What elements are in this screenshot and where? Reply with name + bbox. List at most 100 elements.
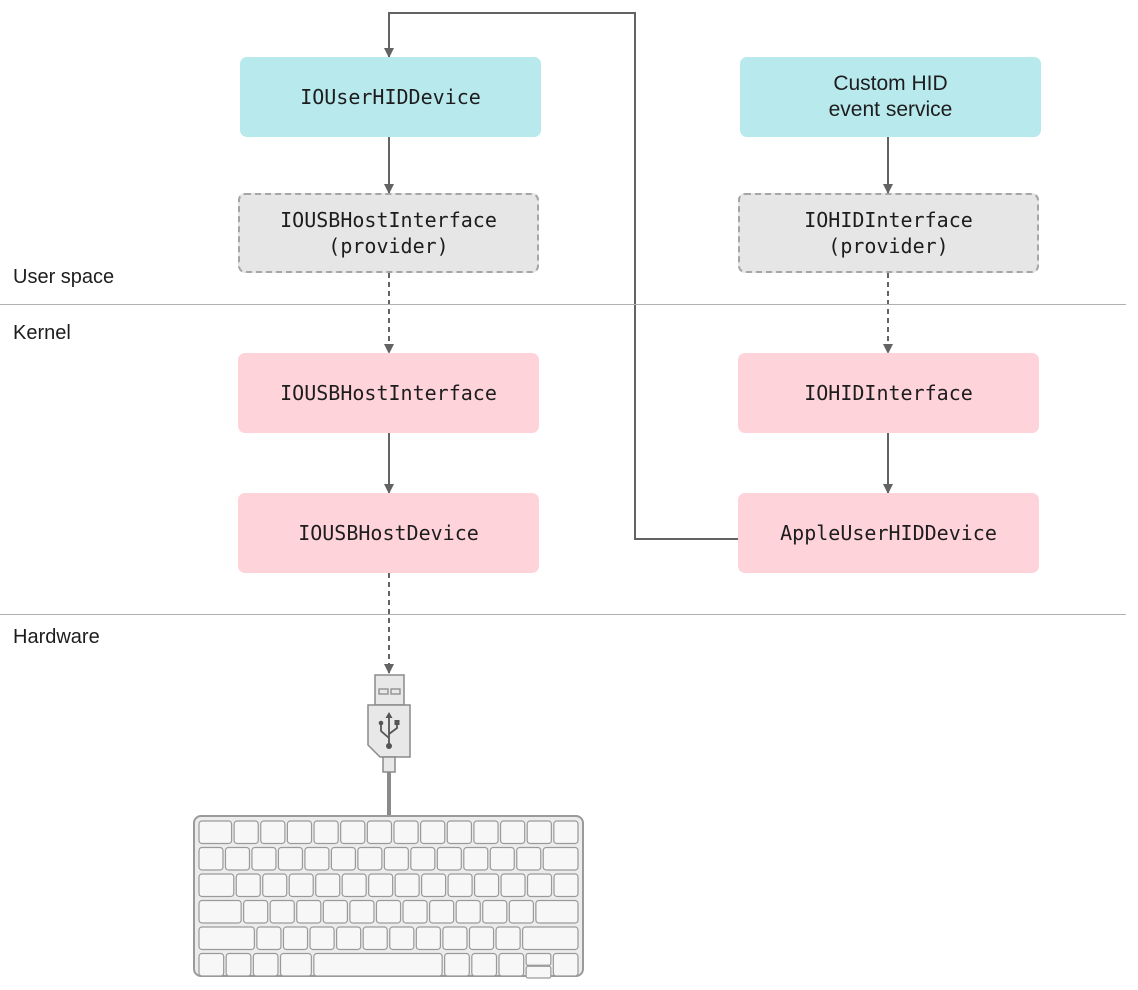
- node-iohidinterface-provider-line2: (provider): [828, 234, 949, 258]
- keyboard-key: [489, 846, 515, 871]
- keyboard-key: [516, 846, 542, 871]
- keyboard-key: [296, 899, 322, 924]
- usb-plug-icon: [367, 674, 411, 816]
- keyboard-key: [322, 899, 348, 924]
- keyboard-key: [375, 899, 402, 924]
- keyboard-key: [420, 820, 446, 845]
- node-appleuserhiddevice-label: AppleUserHIDDevice: [780, 521, 997, 545]
- keyboard-key: [198, 820, 233, 845]
- keyboard-key: [498, 952, 525, 977]
- keyboard-key: [542, 846, 579, 871]
- keyboard-key: [553, 873, 579, 898]
- arrow-appleuserhiddevice-to-iouserhiddevice: [384, 12, 739, 540]
- keyboard-key: [357, 846, 383, 871]
- layer-label-user-space: User space: [13, 266, 115, 288]
- keyboard-key: [500, 873, 526, 898]
- keyboard-key: [282, 926, 309, 951]
- keyboard-key: [279, 952, 312, 977]
- keyboard-key: [525, 952, 552, 966]
- node-iousbhostdevice-label: IOUSBHostDevice: [298, 521, 479, 545]
- separator-user-kernel: [0, 304, 1126, 305]
- keyboard-key: [471, 952, 498, 977]
- keyboard-key: [288, 873, 314, 898]
- keyboard-key: [198, 873, 235, 898]
- keyboard-key: [394, 873, 420, 898]
- keyboard-key: [198, 952, 225, 977]
- keyboard-key: [269, 899, 295, 924]
- keyboard-key: [243, 899, 269, 924]
- keyboard-key: [482, 899, 508, 924]
- layer-label-kernel: Kernel: [13, 322, 71, 344]
- keyboard-key: [402, 899, 428, 924]
- keyboard-key: [526, 873, 553, 898]
- node-iousbhostinterface-provider-line1: IOUSBHostInterface: [280, 208, 497, 232]
- keyboard-key: [235, 873, 261, 898]
- keyboard-key: [349, 899, 375, 924]
- node-iousbhostinterface-provider-line2: (provider): [328, 234, 449, 258]
- keyboard-key: [198, 846, 224, 871]
- keyboard-key: [340, 820, 366, 845]
- keyboard-key: [313, 820, 339, 845]
- keyboard-key: [436, 846, 462, 871]
- node-custom-hid-event-service: Custom HID event service: [740, 57, 1041, 137]
- keyboard-key: [508, 899, 534, 924]
- node-iohidinterface-label: IOHIDInterface: [804, 381, 973, 405]
- keyboard-key: [393, 820, 419, 845]
- keyboard-key: [341, 873, 367, 898]
- keyboard-key: [252, 952, 279, 977]
- keyboard-key: [286, 820, 313, 845]
- keyboard-key: [410, 846, 436, 871]
- keyboard-key: [304, 846, 330, 871]
- layer-label-hardware: Hardware: [13, 626, 100, 648]
- keyboard-key: [368, 873, 394, 898]
- node-iousbhostinterface: IOUSBHostInterface: [238, 353, 539, 433]
- keyboard-key: [335, 926, 362, 951]
- keyboard-key: [260, 820, 286, 845]
- node-iousbhostdevice: IOUSBHostDevice: [238, 493, 539, 573]
- keyboard-key: [495, 926, 521, 951]
- keyboard-key: [535, 899, 579, 924]
- keyboard-key: [256, 926, 282, 951]
- keyboard-key: [499, 820, 526, 845]
- keyboard-key: [468, 926, 495, 951]
- keyboard-key: [309, 926, 335, 951]
- keyboard-key: [330, 846, 356, 871]
- keyboard-key: [198, 899, 242, 924]
- keyboard-key: [429, 899, 455, 924]
- node-iohidinterface: IOHIDInterface: [738, 353, 1039, 433]
- keyboard-key: [366, 820, 393, 845]
- keyboard-key: [526, 820, 552, 845]
- keyboard-key: [442, 926, 468, 951]
- keyboard-key: [313, 952, 443, 977]
- keyboard-key: [447, 873, 473, 898]
- node-custom-hid-label-line1: Custom HID: [833, 72, 948, 95]
- keyboard-key: [277, 846, 304, 871]
- keyboard-key: [251, 846, 277, 871]
- separator-kernel-hardware: [0, 614, 1126, 615]
- keyboard-key: [421, 873, 447, 898]
- keyboard-key: [262, 873, 288, 898]
- node-custom-hid-label-line2: event service: [828, 98, 953, 121]
- node-appleuserhiddevice: AppleUserHIDDevice: [738, 493, 1039, 573]
- keyboard-key: [383, 846, 409, 871]
- keyboard-key: [522, 926, 579, 951]
- keyboard-key: [473, 873, 500, 898]
- keyboard-key: [225, 952, 252, 977]
- keyboard-key: [525, 965, 552, 979]
- node-iohidinterface-provider-line1: IOHIDInterface: [804, 208, 973, 232]
- keyboard-key: [552, 952, 579, 977]
- keyboard-key: [455, 899, 481, 924]
- keyboard-key: [198, 926, 255, 951]
- node-iouserhiddevice: IOUserHIDDevice: [240, 57, 541, 137]
- node-iousbhostinterface-provider: IOUSBHostInterface (provider): [238, 193, 539, 273]
- keyboard-key: [463, 846, 489, 871]
- keyboard-key: [446, 820, 473, 845]
- keyboard-key: [553, 820, 579, 845]
- keyboard-key: [415, 926, 442, 951]
- node-iohidinterface-provider: IOHIDInterface (provider): [738, 193, 1039, 273]
- keyboard-key: [444, 952, 470, 977]
- node-iouserhiddevice-label: IOUserHIDDevice: [300, 85, 481, 109]
- node-iousbhostinterface-label: IOUSBHostInterface: [280, 381, 497, 405]
